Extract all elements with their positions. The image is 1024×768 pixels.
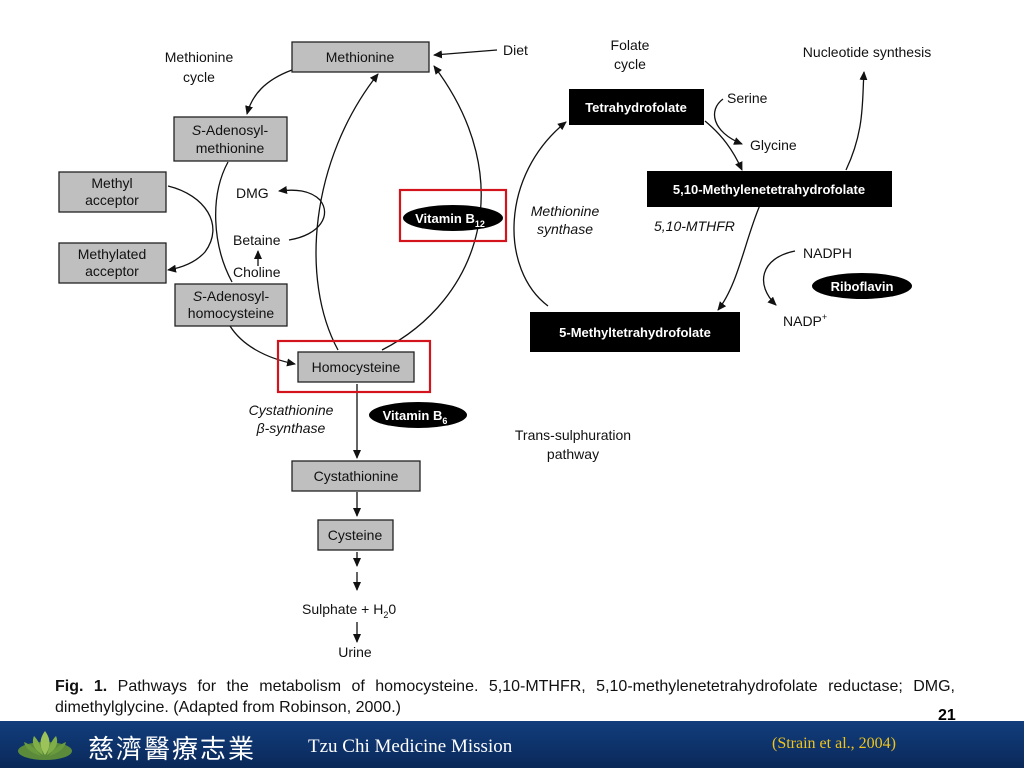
node-s-adenosylmethionine: S-Adenosyl- methionine <box>173 116 288 162</box>
cofactor-vitamin-b6: Vitamin B6 <box>369 402 467 428</box>
sulphate-label: Sulphate + H20 <box>302 601 396 620</box>
trans-sulphuration-label: Trans-sulphuration <box>515 427 631 443</box>
svg-text:Vitamin B6: Vitamin B6 <box>383 408 448 426</box>
betaine-label: Betaine <box>233 232 281 248</box>
svg-text:β-synthase: β-synthase <box>256 420 326 436</box>
svg-text:Methionine: Methionine <box>326 49 395 65</box>
svg-text:acceptor: acceptor <box>85 263 139 279</box>
svg-text:S-Adenosyl-: S-Adenosyl- <box>193 288 270 304</box>
svg-text:methionine: methionine <box>196 140 265 156</box>
homocysteine-pathway-diagram: Methionine S-Adenosyl- methionine Methyl… <box>58 37 931 660</box>
cbs-label: Cystathionine <box>249 402 334 418</box>
svg-text:cycle: cycle <box>614 56 646 72</box>
folate-cycle-label: Folate <box>611 37 650 53</box>
node-tetrahydrofolate: Tetrahydrofolate <box>569 89 704 125</box>
node-methylenetetrahydrofolate: 5,10-Methylenetetrahydrofolate <box>647 171 892 207</box>
figure-caption: Fig. 1. Pathways for the metabolism of h… <box>55 676 955 718</box>
svg-text:pathway: pathway <box>547 446 599 462</box>
svg-text:acceptor: acceptor <box>85 192 139 208</box>
footer-citation: (Strain et al., 2004) <box>772 735 896 752</box>
nadp-label: NADP+ <box>783 312 827 329</box>
svg-text:Methyl: Methyl <box>91 175 132 191</box>
svg-text:Cystathionine: Cystathionine <box>314 468 399 484</box>
svg-text:Methylated: Methylated <box>78 246 146 262</box>
footer-org-cjk: 慈濟醫療志業 <box>88 735 257 765</box>
highlight-homocysteine <box>276 339 432 394</box>
footer-bar: 慈濟醫療志業 Tzu Chi Medicine Mission (Strain … <box>0 721 1024 768</box>
svg-text:Cysteine: Cysteine <box>328 527 383 543</box>
dmg-label: DMG <box>236 185 269 201</box>
svg-text:5,10-Methylenetetrahydrofolate: 5,10-Methylenetetrahydrofolate <box>673 182 865 197</box>
nadph-label: NADPH <box>803 245 852 261</box>
free-labels: Methionine cycle Diet Folate cycle Nucle… <box>165 37 931 660</box>
cofactor-vitamin-b12: Vitamin B12 <box>403 205 503 231</box>
nucleotide-synthesis-label: Nucleotide synthesis <box>803 44 931 60</box>
node-methionine: Methionine <box>291 41 430 73</box>
methionine-cycle-label: Methionine <box>165 49 234 65</box>
serine-label: Serine <box>727 90 768 106</box>
urine-label: Urine <box>338 644 372 660</box>
svg-text:Homocysteine: Homocysteine <box>312 359 401 375</box>
svg-text:Vitamin B12: Vitamin B12 <box>415 211 485 229</box>
page-number: 21 <box>938 707 956 724</box>
svg-text:synthase: synthase <box>537 221 593 237</box>
svg-text:5-Methyltetrahydrofolate: 5-Methyltetrahydrofolate <box>559 325 711 340</box>
svg-text:Riboflavin: Riboflavin <box>831 279 894 294</box>
svg-text:S-Adenosyl-: S-Adenosyl- <box>192 122 269 138</box>
node-methyltetrahydrofolate: 5-Methyltetrahydrofolate <box>530 312 740 352</box>
node-cysteine: Cysteine <box>317 519 394 551</box>
pathway-arrows <box>167 49 868 643</box>
caption-text: Pathways for the metabolism of homocyste… <box>55 678 955 716</box>
glycine-label: Glycine <box>750 137 797 153</box>
node-methylated-acceptor: Methylated acceptor <box>58 242 167 284</box>
choline-label: Choline <box>233 264 281 280</box>
footer-org-name: Tzu Chi Medicine Mission <box>308 736 513 757</box>
cofactor-riboflavin: Riboflavin <box>812 273 912 299</box>
svg-text:Tetrahydrofolate: Tetrahydrofolate <box>585 100 687 115</box>
node-s-adenosylhomocysteine: S-Adenosyl- homocysteine <box>174 283 288 327</box>
lotus-logo-icon <box>18 731 72 760</box>
svg-text:homocysteine: homocysteine <box>188 305 275 321</box>
methionine-synthase-label: Methionine <box>531 203 600 219</box>
svg-text:cycle: cycle <box>183 69 215 85</box>
node-homocysteine: Homocysteine <box>297 351 415 383</box>
highlight-vitamin-b12 <box>398 188 508 243</box>
mthfr-label: 5,10-MTHFR <box>654 218 735 234</box>
figure-label: Fig. 1. <box>55 678 108 695</box>
diet-label: Diet <box>503 42 528 58</box>
node-cystathionine: Cystathionine <box>291 460 421 492</box>
node-methyl-acceptor: Methyl acceptor <box>58 171 167 213</box>
